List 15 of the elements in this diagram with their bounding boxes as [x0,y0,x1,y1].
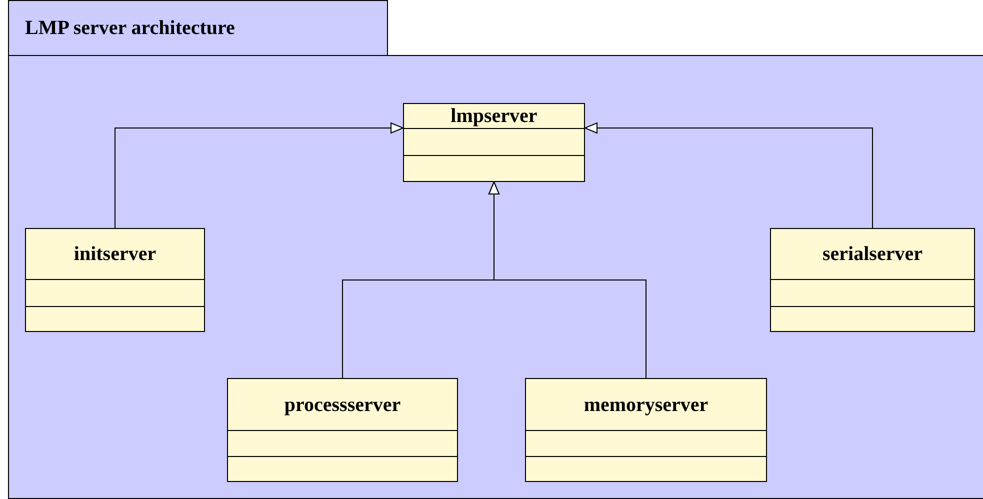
class-box [25,228,205,332]
class-box [770,228,975,332]
inheritance-arrow [114,122,404,228]
package-title: LMP server architecture [25,16,235,41]
class-name: lmpserver [450,104,538,129]
class-box [403,103,585,182]
class-box [227,378,458,482]
inheritance-arrow [488,182,646,378]
inheritance-arrow [584,122,873,228]
class-name: processserver [284,392,401,418]
class-name: memoryserver [584,392,708,418]
class-name: initserver [74,242,156,267]
class-name: serialserver [822,242,922,267]
class-box [525,378,767,482]
package-frame [8,0,983,499]
